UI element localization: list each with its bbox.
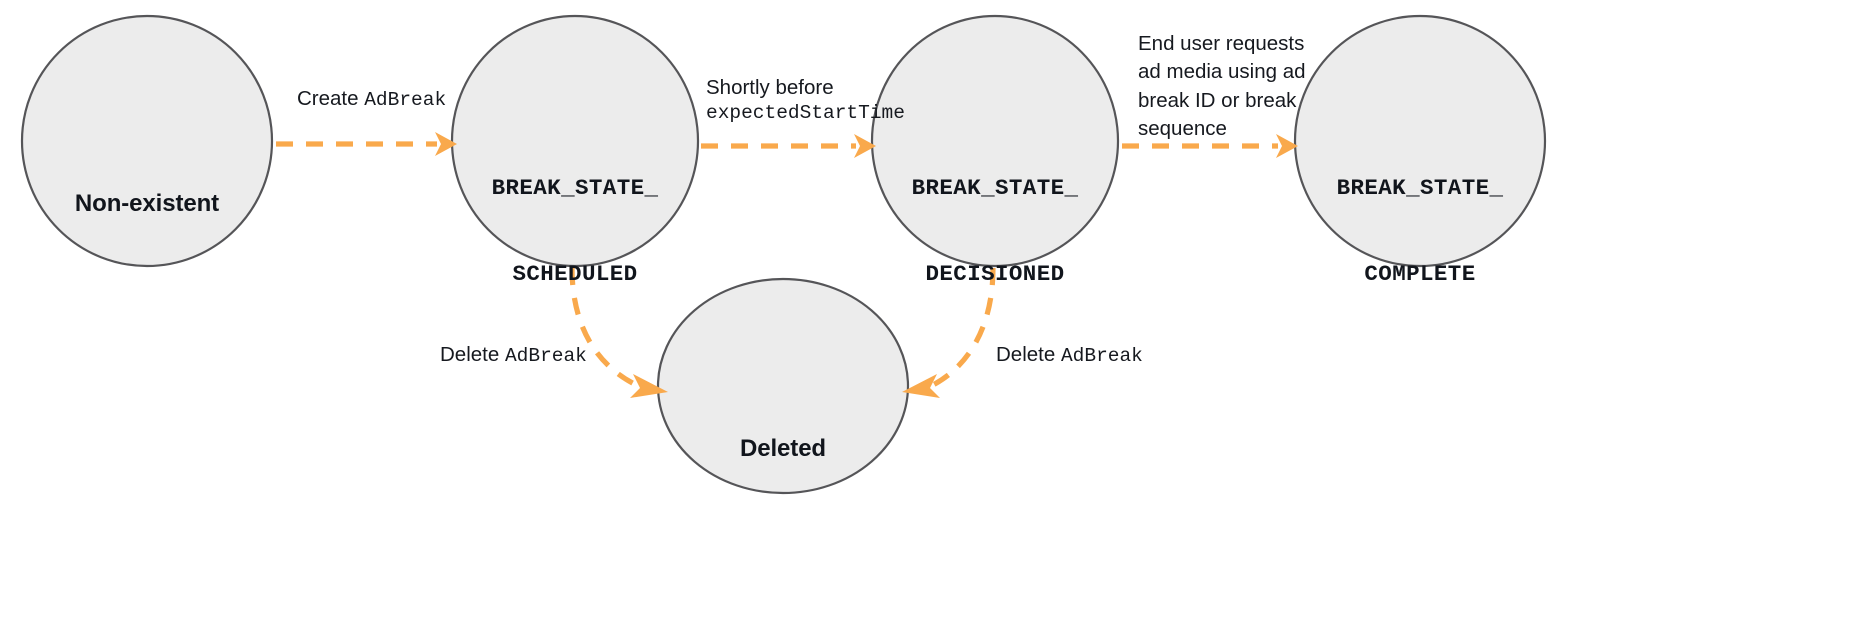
node-break-state-complete[interactable]: [1293, 14, 1547, 268]
edge-delete-from-scheduled-arrowhead: [630, 374, 668, 398]
node-break-state-scheduled[interactable]: [450, 14, 700, 268]
node-break-state-decisioned[interactable]: [870, 14, 1120, 268]
edge-create-adbreak-arrowhead: [435, 132, 457, 156]
edge-delete-from-decisioned-arrowhead: [902, 374, 940, 398]
edge-delete-from-scheduled-line: [569, 267, 645, 391]
node-non-existent[interactable]: [20, 14, 274, 268]
node-deleted[interactable]: [656, 277, 910, 495]
edge-delete-from-decisioned-line: [925, 267, 996, 391]
edge-end-user-requests-arrowhead: [1276, 134, 1298, 158]
edge-shortly-before-arrowhead: [854, 134, 876, 158]
